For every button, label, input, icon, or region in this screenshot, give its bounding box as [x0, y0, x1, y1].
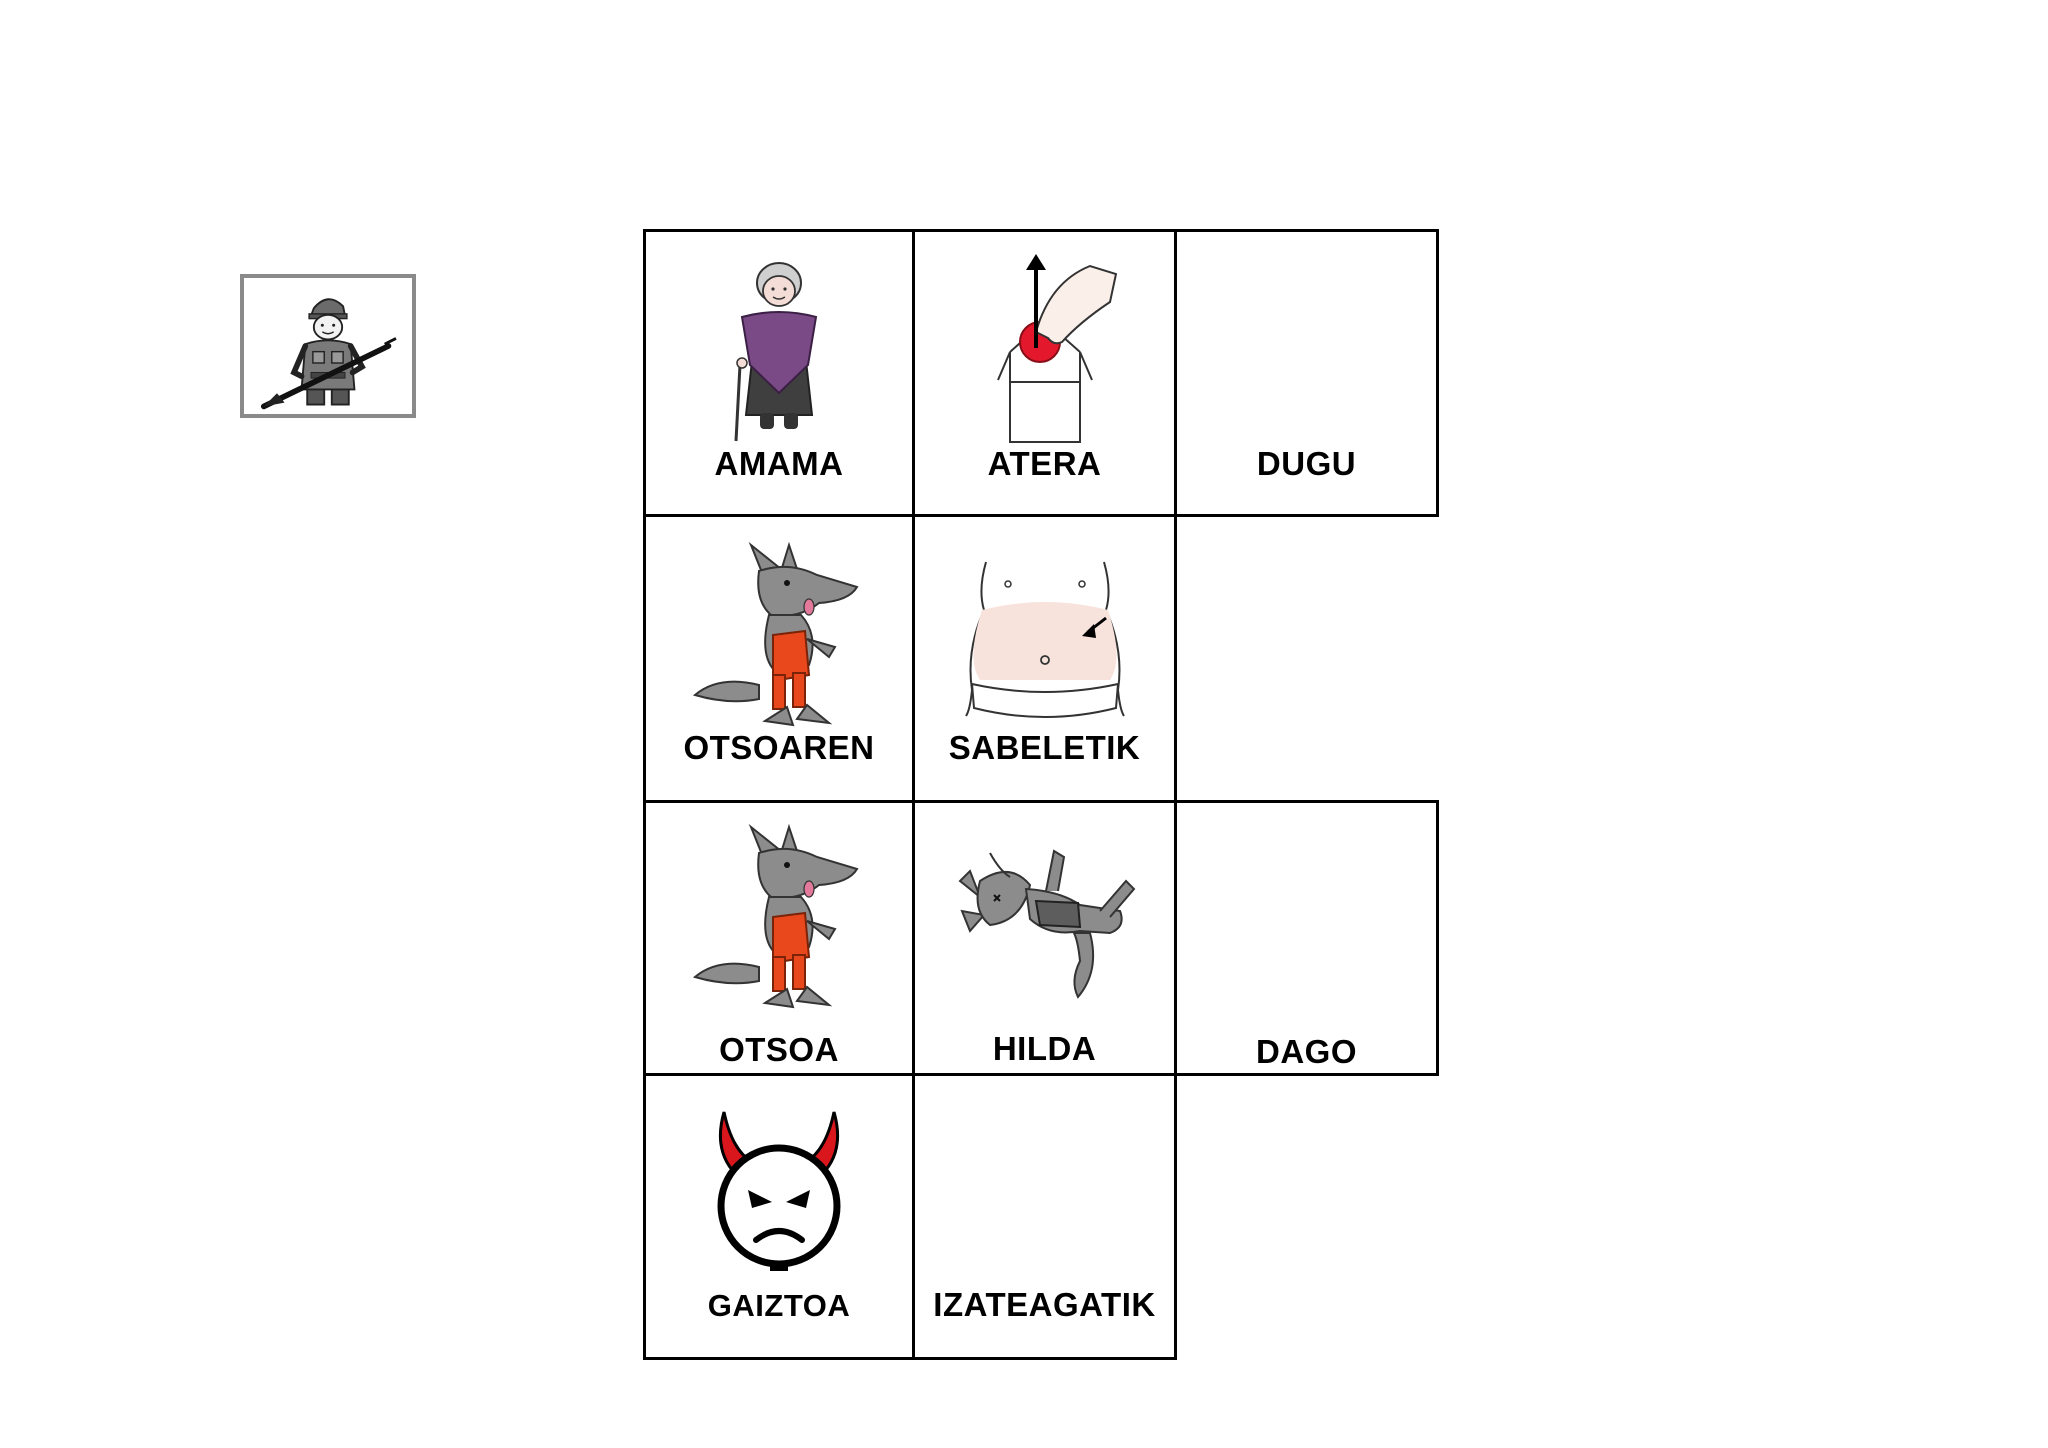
cell-hilda: HILDA — [912, 800, 1177, 1076]
cell-sabeletik: SABELETIK — [912, 514, 1177, 803]
wolf-icon — [692, 541, 859, 727]
cell-label: OTSOA — [719, 1031, 839, 1068]
hunter-with-rifle-icon — [260, 298, 397, 410]
cell-label: DUGU — [1256, 445, 1357, 482]
cell-label: SABELETIK — [948, 729, 1141, 766]
wolf-icon — [692, 823, 859, 1009]
devil-face-icon — [717, 1111, 841, 1271]
grandmother-icon — [734, 262, 818, 442]
cell-amama: AMAMA — [643, 229, 915, 517]
dead-wolf-icon — [958, 849, 1135, 999]
cell-label: OTSOAREN — [683, 729, 875, 766]
cell-atera: ATERA — [912, 229, 1177, 517]
take-out-of-box-icon — [996, 254, 1117, 443]
cell-label: AMAMA — [714, 445, 844, 482]
belly-icon — [964, 561, 1125, 718]
cell-izateagatik: IZATEAGATIK — [912, 1073, 1177, 1360]
cell-label: HILDA — [992, 1030, 1097, 1067]
cell-label: IZATEAGATIK — [933, 1286, 1156, 1323]
cell-otsoaren: OTSOAREN — [643, 514, 915, 803]
cell-label: ATERA — [987, 445, 1102, 482]
cell-gaiztoa: GAIZTOA — [643, 1073, 915, 1360]
cell-label: DAGO — [1256, 1033, 1357, 1070]
cell-dugu: DUGU — [1174, 229, 1439, 517]
cell-dago: DAGO — [1174, 800, 1439, 1076]
cell-otsoa: OTSOA — [643, 800, 915, 1076]
hunter-card — [240, 274, 416, 418]
cell-label: GAIZTOA — [707, 1288, 851, 1323]
